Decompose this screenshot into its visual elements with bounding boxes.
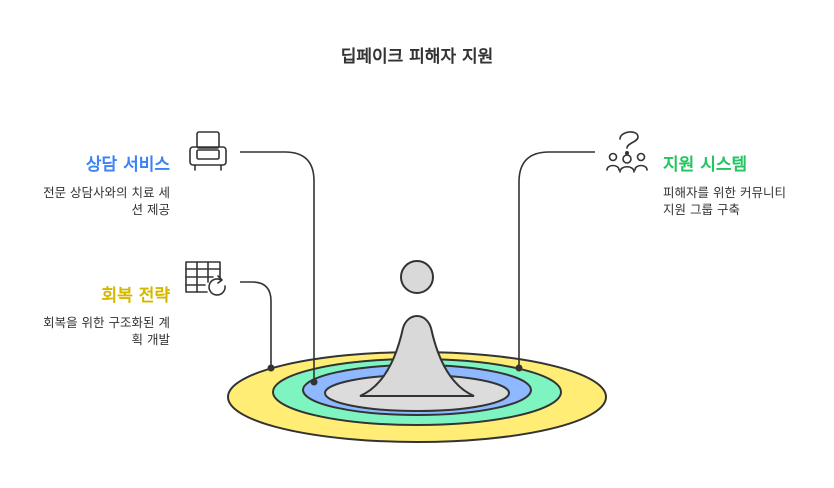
item-desc-counseling-line2: 션 제공 xyxy=(131,202,170,217)
item-desc-counseling: 전문 상담사와의 치료 세 션 제공 xyxy=(0,184,170,218)
connector-dot-counseling xyxy=(310,378,318,386)
connector-recovery xyxy=(240,281,272,368)
item-desc-recovery-line1: 회복을 위한 구조화된 계 xyxy=(43,315,170,330)
table-refresh-icon xyxy=(185,261,226,296)
item-title-counseling: 상담 서비스 xyxy=(85,155,170,175)
item-title-recovery: 회복 전략 xyxy=(101,286,170,306)
figure-head xyxy=(400,260,434,294)
sofa-icon xyxy=(189,131,227,171)
item-desc-support: 피해자를 위한 커뮤니티 지원 그룹 구축 xyxy=(663,184,823,218)
item-desc-recovery-line2: 획 개발 xyxy=(131,332,170,347)
connector-support xyxy=(518,151,595,368)
item-desc-counseling-line1: 전문 상담사와의 치료 세 xyxy=(43,185,170,200)
connector-counseling xyxy=(240,151,315,382)
diagram-title: 딥페이크 피해자 지원 xyxy=(340,47,494,67)
connector-dot-support xyxy=(515,364,523,372)
item-title-support: 지원 시스템 xyxy=(663,155,748,175)
bell-figure xyxy=(359,315,475,397)
item-desc-support-line2: 지원 그룹 구축 xyxy=(663,202,740,217)
people-support-icon xyxy=(606,131,648,173)
item-desc-support-line1: 피해자를 위한 커뮤니티 xyxy=(663,185,786,200)
item-desc-recovery: 회복을 위한 구조화된 계 획 개발 xyxy=(0,314,170,348)
connector-dot-recovery xyxy=(267,364,275,372)
